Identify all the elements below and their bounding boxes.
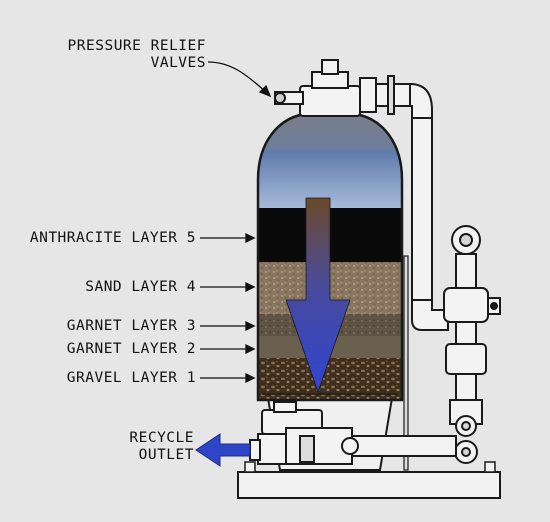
- label-pressure-relief: PRESSURE RELIEF VALVES: [68, 38, 206, 72]
- label-pressure-relief-line1: PRESSURE RELIEF: [68, 38, 206, 55]
- label-recycle-outlet: RECYCLE OUTLET: [129, 430, 194, 464]
- valve-assembly: [275, 60, 432, 120]
- label-garnet-2: GARNET LAYER 2: [67, 341, 196, 358]
- label-gravel: GRAVEL LAYER 1: [67, 370, 196, 387]
- base-leg-left: [245, 462, 255, 472]
- label-pressure-relief-line2: VALVES: [68, 55, 206, 72]
- left-arrow-icon: [196, 434, 250, 466]
- right-valve-column: [444, 226, 500, 463]
- pipe-vertical: [412, 118, 432, 318]
- base-leg-right: [485, 462, 495, 472]
- label-anthracite: ANTHRACITE LAYER 5: [30, 230, 196, 247]
- base-platform: [238, 472, 500, 498]
- gravel-layer: [250, 358, 410, 402]
- label-sand: SAND LAYER 4: [85, 279, 196, 296]
- label-garnet-3: GARNET LAYER 3: [67, 318, 196, 335]
- pipe-elbow: [412, 300, 448, 330]
- label-recycle-line2: OUTLET: [129, 447, 194, 464]
- label-recycle-line1: RECYCLE: [129, 430, 194, 447]
